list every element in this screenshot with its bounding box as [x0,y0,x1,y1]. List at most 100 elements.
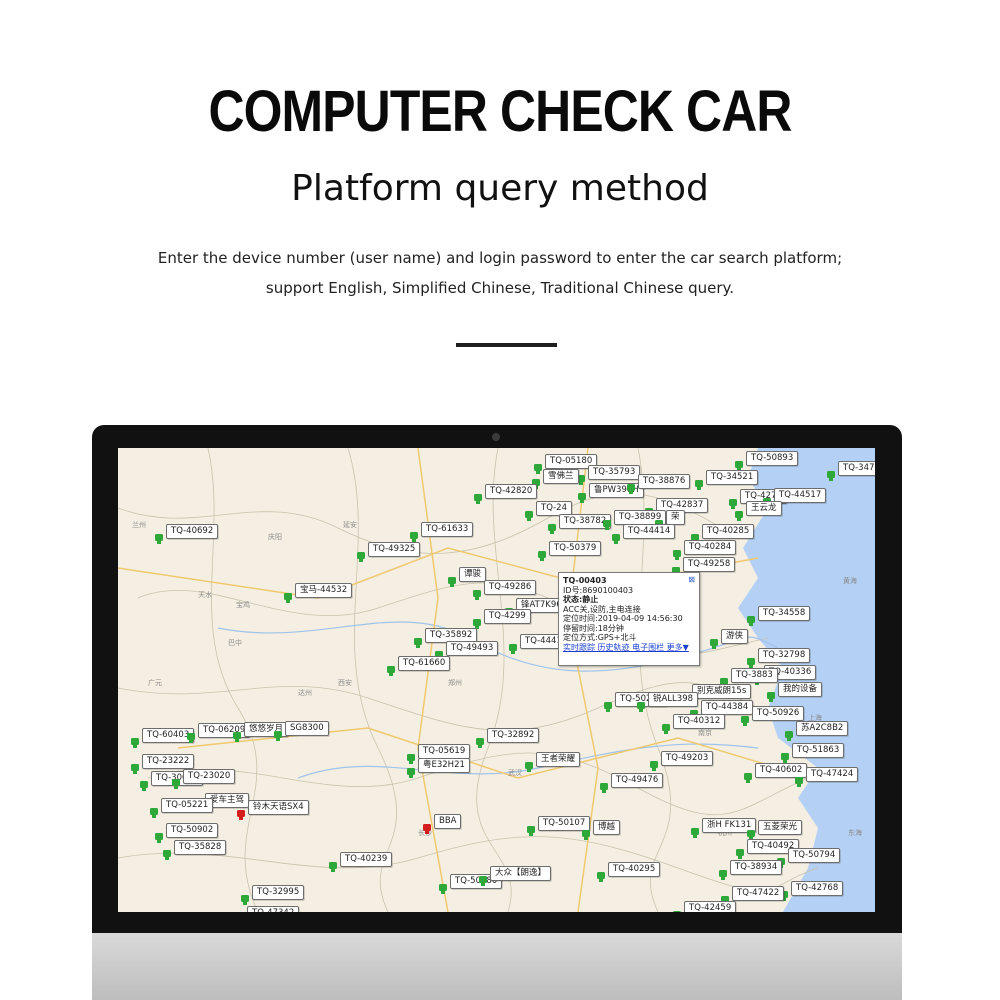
vehicle-marker-icon[interactable] [740,712,750,726]
vehicle-tag[interactable]: TQ-50107 [538,816,591,831]
vehicle-marker-icon[interactable] [735,845,745,859]
vehicle-marker-icon[interactable] [611,530,621,544]
vehicle-tag[interactable]: TQ-61660 [398,656,451,671]
vehicle-tag[interactable]: TQ-49493 [446,641,499,656]
vehicle-tag[interactable]: TQ-42459 [684,901,737,912]
vehicle-marker-icon[interactable] [672,907,682,912]
vehicle-tag[interactable]: TQ-38782 [559,514,612,529]
vehicle-tag[interactable]: TQ-49286 [484,580,537,595]
vehicle-tag[interactable]: TQ-06209 [198,723,251,738]
vehicle-tag[interactable]: TQ-47342 [247,906,300,912]
vehicle-tag[interactable]: TQ-40284 [684,540,737,555]
vehicle-marker-icon[interactable] [475,734,485,748]
vehicle-tag[interactable]: BBA [434,814,462,829]
vehicle-marker-icon[interactable] [599,779,609,793]
vehicle-marker-icon[interactable] [780,749,790,763]
vehicle-marker-icon[interactable] [472,615,482,629]
vehicle-tag[interactable]: TQ-50380 [450,874,503,889]
vehicle-marker-icon[interactable] [581,826,591,840]
vehicle-marker-icon[interactable] [406,750,416,764]
vehicle-tag[interactable]: 宝马-44532 [295,583,353,598]
vehicle-tag[interactable]: 铃木天语SX4 [248,800,309,815]
vehicle-marker-icon[interactable] [694,476,704,490]
vehicle-marker-icon[interactable] [413,634,423,648]
vehicle-tag[interactable]: TQ-38876 [638,474,691,489]
vehicle-marker-icon[interactable] [602,516,612,530]
vehicle-info-popup[interactable]: TQ-00403 ⊠ ID号:8690100403 状态:静止 ACC关,设防,… [558,572,700,666]
vehicle-marker-icon[interactable] [577,489,587,503]
vehicle-tag[interactable]: TQ-32892 [487,728,540,743]
vehicle-tag[interactable]: TQ-42768 [791,881,844,896]
vehicle-tag[interactable]: TQ-3471 [838,461,875,476]
map-screen[interactable]: 兰州天水宝鸡庆阳延安西安郑州武汉长沙南京上海杭州合肥黄海东海广元巴中达州 TQ-… [118,448,875,912]
vehicle-marker-icon[interactable] [784,727,794,741]
vehicle-marker-icon[interactable] [149,804,159,818]
vehicle-tag[interactable]: TQ-34521 [706,470,759,485]
vehicle-marker-icon[interactable] [794,773,804,787]
vehicle-tag[interactable]: TQ-38934 [730,860,783,875]
vehicle-marker-icon[interactable] [533,460,543,474]
vehicle-tag[interactable]: TQ-61633 [421,522,474,537]
vehicle-marker-icon[interactable] [690,824,700,838]
vehicle-tag[interactable]: TQ-47422 [732,886,785,901]
vehicle-tag[interactable]: TQ-49203 [661,751,714,766]
vehicle-tag[interactable]: 锐ALL398 [648,692,699,707]
vehicle-marker-icon[interactable] [576,471,586,485]
vehicle-marker-icon[interactable] [171,775,181,789]
vehicle-tag[interactable]: TQ-40285 [702,524,755,539]
vehicle-marker-icon[interactable] [422,820,432,834]
vehicle-tag[interactable]: 五菱荣光 [758,820,803,835]
vehicle-marker-icon[interactable] [139,777,149,791]
vehicle-marker-icon[interactable] [232,728,242,742]
vehicle-marker-icon[interactable] [356,548,366,562]
vehicle-marker-icon[interactable] [728,495,738,509]
vehicle-tag[interactable]: TQ-32798 [758,648,811,663]
vehicle-marker-icon[interactable] [547,520,557,534]
vehicle-marker-icon[interactable] [603,698,613,712]
vehicle-tag[interactable]: TQ-40692 [166,524,219,539]
vehicle-tag[interactable]: TQ-40239 [340,852,393,867]
vehicle-tag[interactable]: TQ-47424 [806,767,859,782]
vehicle-tag[interactable]: TQ-49258 [683,557,736,572]
vehicle-marker-icon[interactable] [154,530,164,544]
vehicle-tag[interactable]: TQ-4299 [484,609,531,624]
vehicle-tag[interactable]: 浙H FK131 [702,818,757,833]
vehicle-tag[interactable]: TQ-44517 [774,488,827,503]
vehicle-tag[interactable]: TQ-40492 [747,839,800,854]
vehicle-tag[interactable]: TQ-05221 [161,798,214,813]
vehicle-tag[interactable]: TQ-34558 [758,606,811,621]
vehicle-marker-icon[interactable] [473,490,483,504]
vehicle-tag[interactable]: 我的设备 [778,682,823,697]
vehicle-marker-icon[interactable] [746,654,756,668]
vehicle-tag[interactable]: 雪佛兰 [543,469,579,484]
vehicle-tag[interactable]: TQ-40312 [673,714,726,729]
vehicle-marker-icon[interactable] [524,758,534,772]
vehicle-marker-icon[interactable] [508,640,518,654]
vehicle-tag[interactable]: TQ-32995 [252,885,305,900]
vehicle-marker-icon[interactable] [596,868,606,882]
vehicle-marker-icon[interactable] [328,858,338,872]
vehicle-tag[interactable]: 谭骏 [459,567,487,582]
vehicle-marker-icon[interactable] [438,880,448,894]
vehicle-marker-icon[interactable] [130,734,140,748]
vehicle-marker-icon[interactable] [236,806,246,820]
vehicle-marker-icon[interactable] [718,866,728,880]
vehicle-marker-icon[interactable] [734,457,744,471]
vehicle-marker-icon[interactable] [406,764,416,778]
vehicle-tag[interactable]: 别克威朗15s [692,684,752,699]
vehicle-tag[interactable]: TQ-50893 [746,451,799,466]
vehicle-tag[interactable]: 大众【朗逸】 [490,866,552,881]
vehicle-tag[interactable]: SG8300 [285,721,329,736]
vehicle-tag[interactable]: TQ-35828 [174,840,227,855]
vehicle-tag[interactable]: 博越 [593,820,621,835]
vehicle-marker-icon[interactable] [746,612,756,626]
vehicle-tag[interactable]: TQ-50794 [788,848,841,863]
vehicle-marker-icon[interactable] [672,546,682,560]
vehicle-tag[interactable]: TQ-49325 [368,542,421,557]
vehicle-marker-icon[interactable] [409,528,419,542]
vehicle-tag[interactable]: TQ-05619 [418,744,471,759]
vehicle-marker-icon[interactable] [472,586,482,600]
vehicle-marker-icon[interactable] [526,822,536,836]
close-icon[interactable]: ⊠ [688,575,695,584]
vehicle-tag[interactable]: TQ-23222 [142,754,195,769]
